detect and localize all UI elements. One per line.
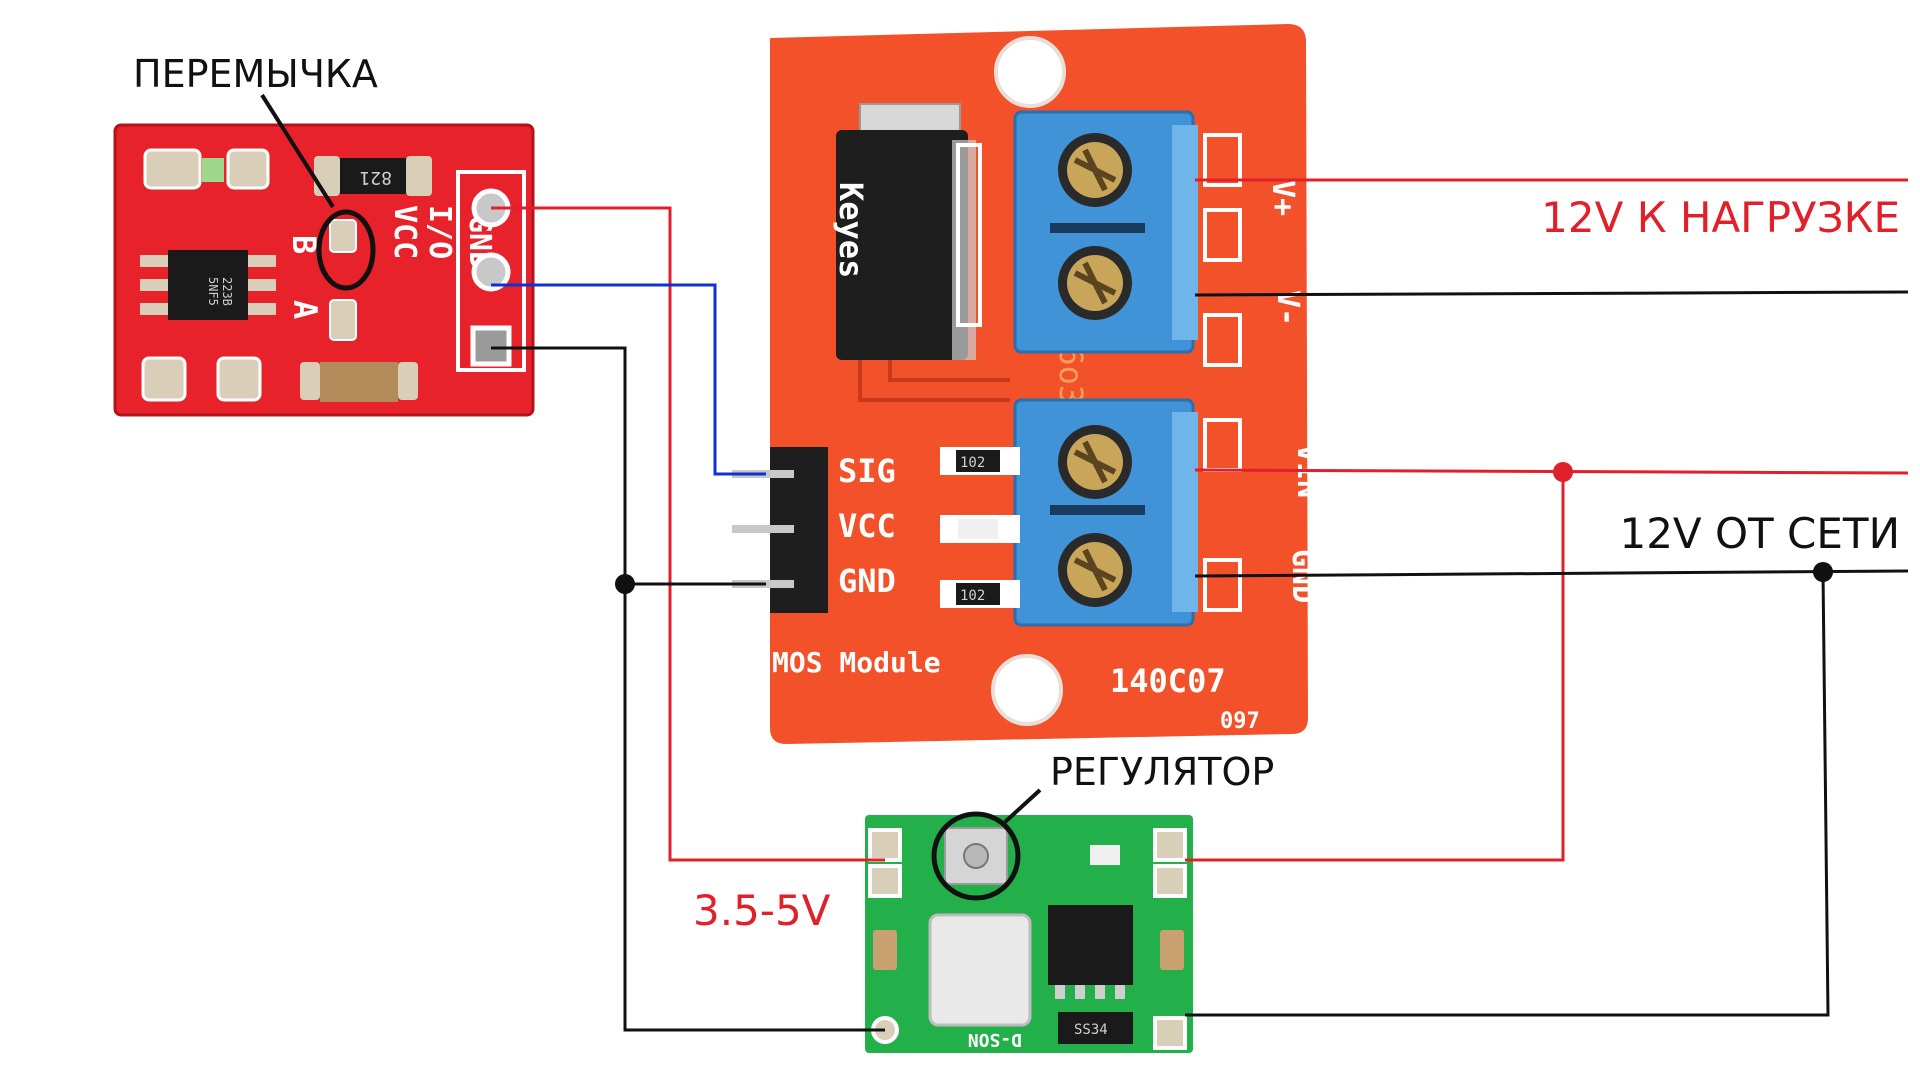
wires <box>491 178 1909 1032</box>
mos-module-code: 140C07 <box>1110 662 1226 700</box>
led-pad <box>143 148 202 190</box>
terminal-label-vplus: V+ <box>1265 180 1300 216</box>
reg-pad-out-plus[interactable] <box>1153 828 1187 862</box>
touch-pin-io[interactable] <box>471 252 511 292</box>
label-regulator: РЕГУЛЯТОР <box>1050 750 1274 794</box>
regulator-circle <box>931 811 1021 901</box>
pad-label-a: A <box>286 300 324 319</box>
mos-resistor-label-bottom: 102 <box>960 588 985 604</box>
wire-blue-signal <box>491 283 766 476</box>
diode-label: SS34 <box>1074 1022 1108 1038</box>
wire-black-gnd <box>491 346 885 1032</box>
annotations: ПЕРЕМЫЧКА РЕГУЛЯТОР 12V К НАГРУЗКЕ 12V О… <box>133 52 1900 935</box>
regulator-ic <box>1048 905 1133 985</box>
mount-hole-top <box>994 36 1066 108</box>
wire-red-reg-in <box>1185 472 1565 862</box>
mosfet-body <box>836 130 968 360</box>
pad-label-b: B <box>285 235 323 254</box>
regulator-silk: D-SON <box>968 1029 1022 1050</box>
mos-module-name: MOS Module <box>772 646 941 679</box>
mos-module-code-small: 097 <box>1220 709 1260 734</box>
wire-black-mains <box>1194 569 1909 578</box>
mos-resistor-label-top: 102 <box>960 455 985 471</box>
header-label-gnd: GND <box>838 562 896 600</box>
touch-pin-gnd[interactable] <box>470 325 512 367</box>
touch-ic-marking-2: 5NF5 <box>206 277 220 306</box>
touch-ic <box>168 250 248 320</box>
header-label-sig: SIG <box>838 452 896 490</box>
label-mains: 12V ОТ СЕТИ <box>1619 509 1900 558</box>
touch-pin-label-vcc: VCC <box>387 205 422 259</box>
header-label-vcc: VCC <box>838 507 896 545</box>
wire-red-mains <box>1194 468 1909 475</box>
reg-pad-in-plus[interactable] <box>868 828 902 862</box>
inductor <box>928 913 1032 1027</box>
wire-black-reg-gnd <box>1185 571 1830 1017</box>
led <box>202 158 224 182</box>
label-voltage: 3.5-5V <box>693 886 831 935</box>
jumper-pointer <box>260 93 335 209</box>
regulator-module: SS34 D-SON <box>865 815 1193 1053</box>
touch-header <box>456 170 526 372</box>
led-pad-2 <box>226 148 270 190</box>
wire-black-load <box>1194 290 1909 297</box>
reg-pad-out-gnd[interactable] <box>1153 1016 1187 1050</box>
header-pin-vcc[interactable] <box>732 525 794 533</box>
junction-gnd-left <box>615 574 635 594</box>
wire-red-vcc <box>491 206 885 862</box>
capacitor <box>320 362 398 402</box>
regulator-pointer <box>1003 788 1042 824</box>
jumper-circle <box>316 209 376 291</box>
diode <box>1058 1012 1133 1044</box>
mos-brand: Keyes <box>832 182 870 278</box>
mount-hole-bottom <box>991 654 1063 726</box>
touch-ic-marking-1: 223B <box>220 277 234 306</box>
jumper-pad-b <box>329 219 357 253</box>
label-jumper: ПЕРЕМЫЧКА <box>133 52 378 96</box>
jumper-pad-a <box>329 299 357 341</box>
resistor <box>338 158 408 194</box>
touch-pin-label-io: I/O <box>422 205 457 259</box>
touch-resistor-marking: 821 <box>359 167 392 188</box>
label-load: 12V К НАГРУЗКЕ <box>1541 193 1900 242</box>
mos-module: Keyes sc1016o3 V+ V- VIN GND <box>732 24 1325 744</box>
